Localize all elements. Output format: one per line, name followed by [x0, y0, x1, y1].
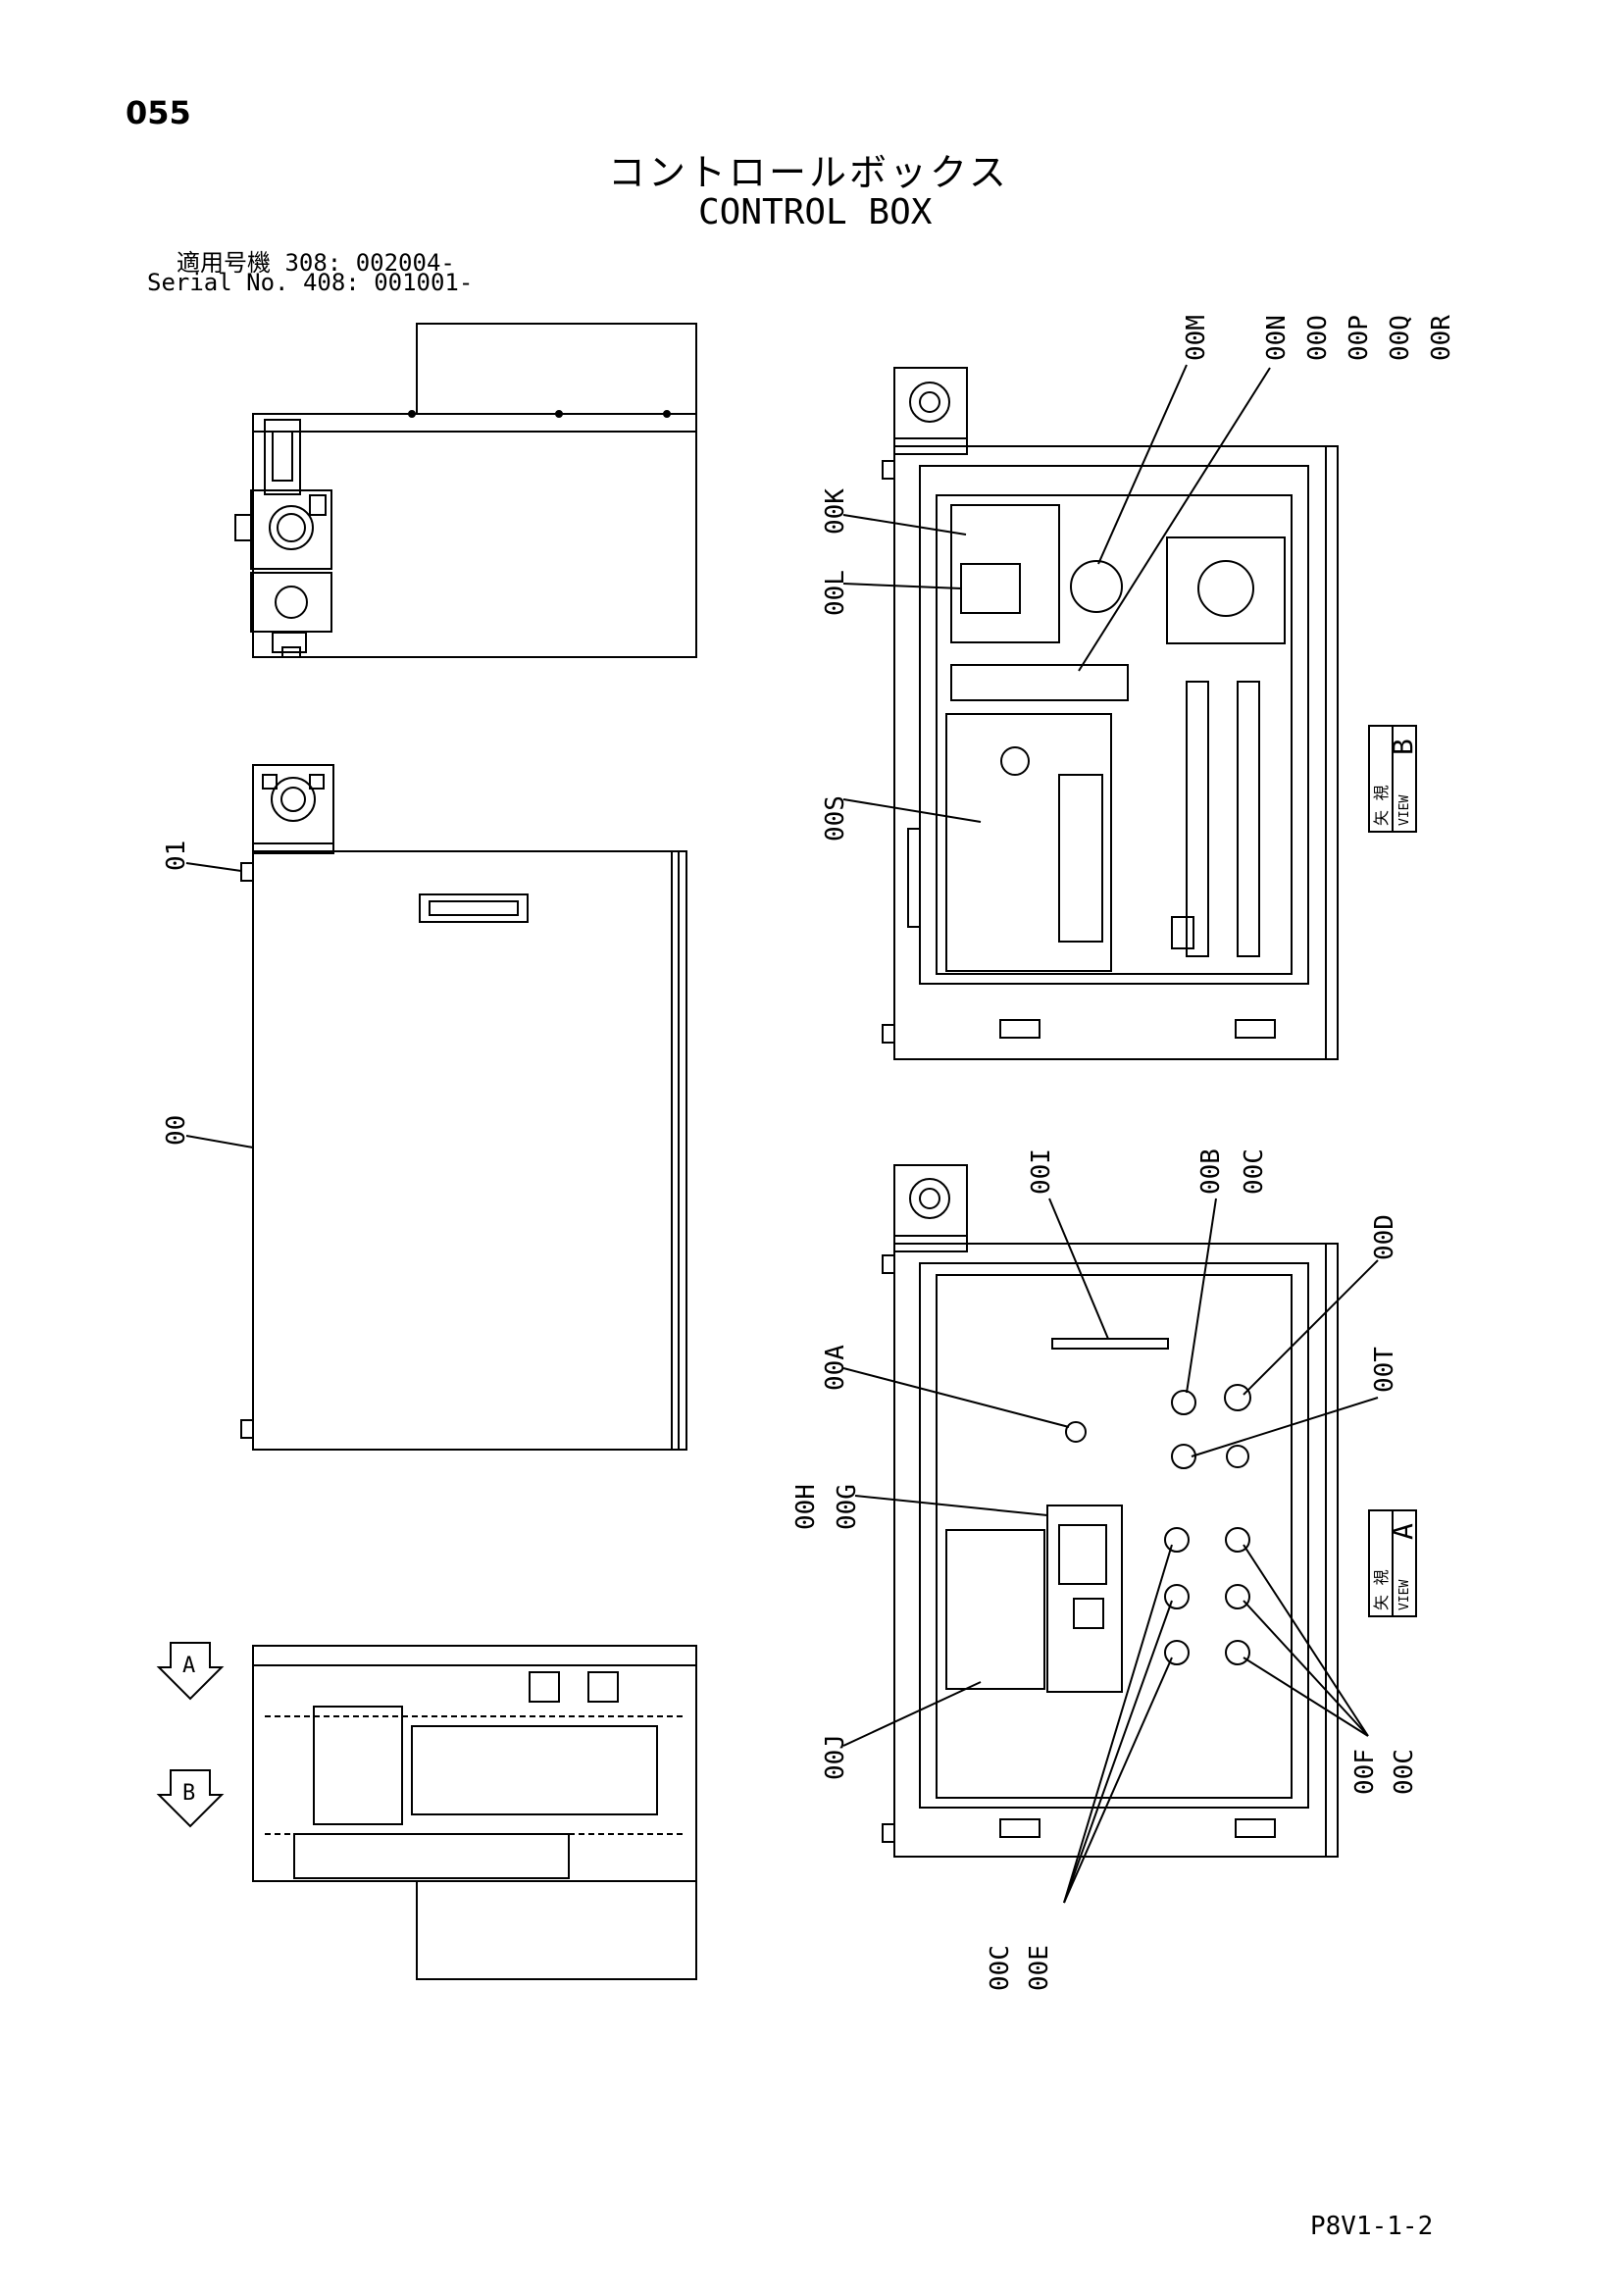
view-b-en: VIEW — [1397, 795, 1412, 826]
view-b-jp: 矢 視 — [1372, 785, 1391, 826]
view-b-letter: B — [1387, 739, 1419, 755]
callout-00S: 00S — [821, 795, 850, 842]
arrow-a-label: A — [182, 1654, 195, 1678]
callout-00C-right: 00C — [1390, 1749, 1419, 1795]
callout-00B: 00B — [1196, 1148, 1226, 1195]
callout-00C-top: 00C — [1240, 1148, 1269, 1195]
callout-00P: 00P — [1345, 315, 1374, 361]
view-a-letter: A — [1387, 1523, 1419, 1540]
view-b-interior — [882, 367, 1339, 1060]
page-code: P8V1-1-2 — [1310, 2212, 1434, 2241]
top-view — [252, 1645, 697, 1980]
callout-00A: 00A — [821, 1345, 850, 1391]
view-arrow-b — [156, 1769, 225, 1828]
callout-00K: 00K — [821, 488, 850, 535]
callout-00D: 00D — [1370, 1214, 1399, 1260]
callout-00C-bottom: 00C — [986, 1945, 1015, 1991]
page-number: 055 — [126, 94, 191, 131]
callout-00R: 00R — [1427, 315, 1456, 361]
callout-00O: 00O — [1303, 315, 1333, 361]
callout-00: 00 — [162, 1115, 191, 1146]
view-a-jp: 矢 視 — [1372, 1569, 1391, 1610]
title-japanese: コントロールボックス — [608, 151, 1009, 194]
view-a-box — [1368, 1509, 1417, 1617]
view-arrow-a — [156, 1642, 225, 1701]
callout-00Q: 00Q — [1386, 315, 1415, 361]
view-a-panel — [882, 1164, 1339, 1858]
callout-00H: 00H — [791, 1484, 821, 1530]
callout-00I: 00I — [1027, 1148, 1056, 1195]
front-closed-view — [240, 764, 687, 1451]
callout-00J: 00J — [821, 1734, 850, 1780]
serial-line-2: Serial No. 408: 001001- — [147, 269, 474, 296]
callout-00M: 00M — [1182, 315, 1211, 361]
callout-00T: 00T — [1370, 1347, 1399, 1393]
arrow-b-label: B — [182, 1781, 195, 1806]
callout-00F: 00F — [1350, 1749, 1380, 1795]
title-english: CONTROL BOX — [698, 192, 933, 232]
view-a-en: VIEW — [1397, 1580, 1412, 1610]
callout-00N: 00N — [1262, 315, 1292, 361]
view-b-box — [1368, 725, 1417, 833]
side-view — [234, 323, 697, 658]
callout-00E: 00E — [1025, 1945, 1054, 1991]
callout-01: 01 — [162, 841, 191, 871]
serial-line-1: 適用号機 308: 002004- — [177, 249, 455, 277]
callout-00G: 00G — [833, 1484, 862, 1530]
callout-00L: 00L — [821, 570, 850, 616]
